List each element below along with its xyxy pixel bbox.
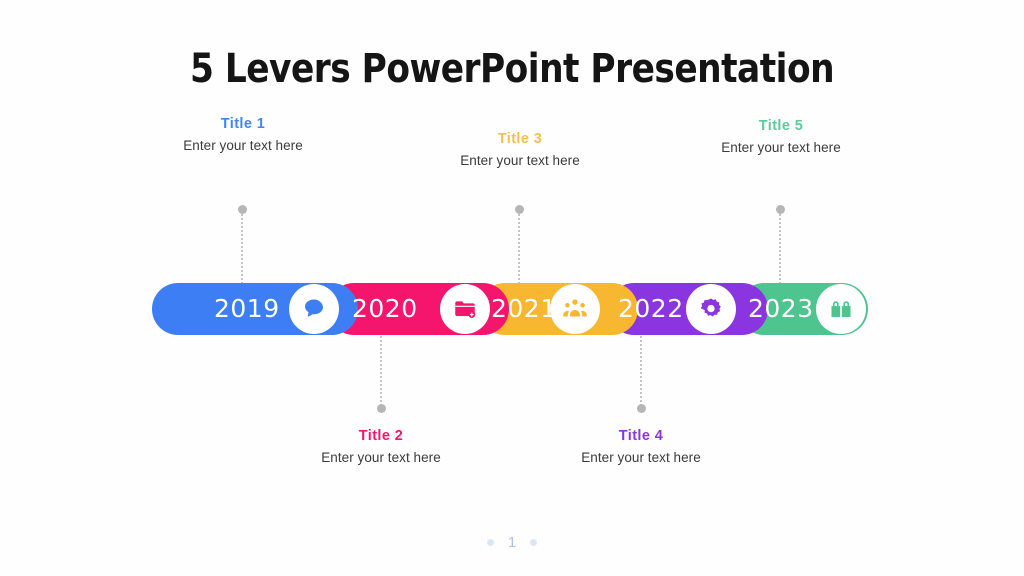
connector-dot-4 bbox=[637, 404, 646, 413]
connector-dot-3 bbox=[515, 205, 524, 214]
callout-3: Title 3 Enter your text here bbox=[400, 131, 640, 168]
people-group-icon bbox=[562, 296, 588, 322]
callout-2-title: Title 2 bbox=[358, 428, 404, 444]
callout-4-body: Enter your text here bbox=[581, 450, 701, 465]
callout-2-body: Enter your text here bbox=[321, 450, 441, 465]
callout-3-body: Enter your text here bbox=[460, 153, 580, 168]
timeline-bar: 2019 2020 2021 2022 2023 bbox=[152, 283, 868, 335]
folder-icon bbox=[452, 296, 478, 322]
connector-stem-3 bbox=[518, 214, 522, 284]
connector-stem-4 bbox=[640, 336, 644, 406]
timeline-badge-2023[interactable] bbox=[816, 284, 866, 334]
page-title: 5 Levers PowerPoint Presentation bbox=[189, 46, 835, 92]
connector-dot-5 bbox=[776, 205, 785, 214]
callout-1: Title 1 Enter your text here bbox=[123, 116, 363, 153]
connector-dot-1 bbox=[238, 205, 247, 214]
callout-2: Title 2 Enter your text here bbox=[261, 428, 501, 465]
callout-4: Title 4 Enter your text here bbox=[521, 428, 761, 465]
connector-stem-2 bbox=[380, 336, 384, 406]
pager-dot-next[interactable] bbox=[530, 539, 538, 546]
callout-5: Title 5 Enter your text here bbox=[661, 118, 901, 155]
timeline-badge-2022[interactable] bbox=[686, 284, 736, 334]
connector-dot-2 bbox=[377, 404, 386, 413]
callout-3-title: Title 3 bbox=[497, 131, 543, 147]
timeline-badge-2019[interactable] bbox=[289, 284, 339, 334]
chat-bubble-icon bbox=[301, 296, 327, 322]
timeline-badge-2020[interactable] bbox=[440, 284, 490, 334]
pager-dot-prev[interactable] bbox=[486, 539, 494, 546]
timeline-badge-2021[interactable] bbox=[550, 284, 600, 334]
shopping-bags-icon bbox=[828, 296, 854, 322]
callout-5-title: Title 5 bbox=[758, 118, 804, 134]
pager: 1 bbox=[0, 534, 1024, 551]
callout-5-body: Enter your text here bbox=[721, 140, 841, 155]
connector-stem-5 bbox=[779, 214, 783, 284]
callout-1-title: Title 1 bbox=[220, 116, 266, 132]
gear-icon bbox=[698, 296, 724, 322]
connector-stem-1 bbox=[241, 214, 245, 284]
pager-page-number: 1 bbox=[507, 534, 517, 551]
callout-4-title: Title 4 bbox=[618, 428, 664, 444]
callout-1-body: Enter your text here bbox=[183, 138, 303, 153]
